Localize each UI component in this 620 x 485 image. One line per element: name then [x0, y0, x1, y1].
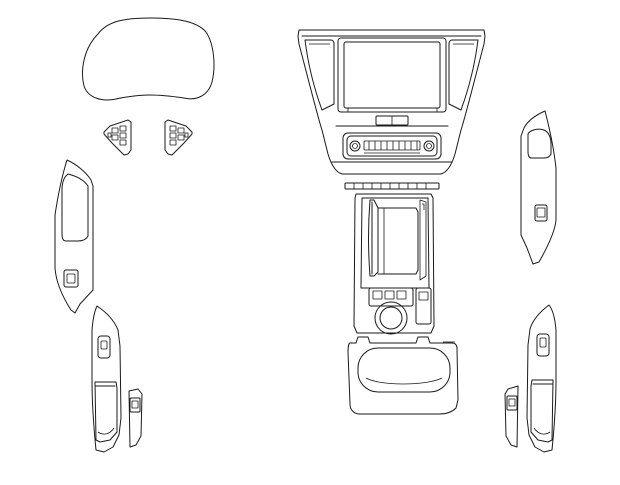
rear-left-small-switch-trim [128, 388, 143, 448]
rear-right-door-panel [526, 304, 557, 453]
instrument-cluster-cover [82, 17, 215, 101]
steering-wheel-trim-left [103, 119, 132, 156]
center-console-dash [297, 29, 486, 175]
switch-strip [344, 182, 440, 190]
front-left-door-panel [54, 159, 94, 314]
steering-wheel-trim-right [164, 119, 193, 156]
front-right-door-panel [520, 110, 557, 265]
center-console-tunnel [353, 193, 435, 335]
center-console-cup-holder [347, 336, 459, 415]
rear-left-door-panel [91, 305, 122, 453]
rear-right-small-switch-trim [504, 385, 519, 448]
